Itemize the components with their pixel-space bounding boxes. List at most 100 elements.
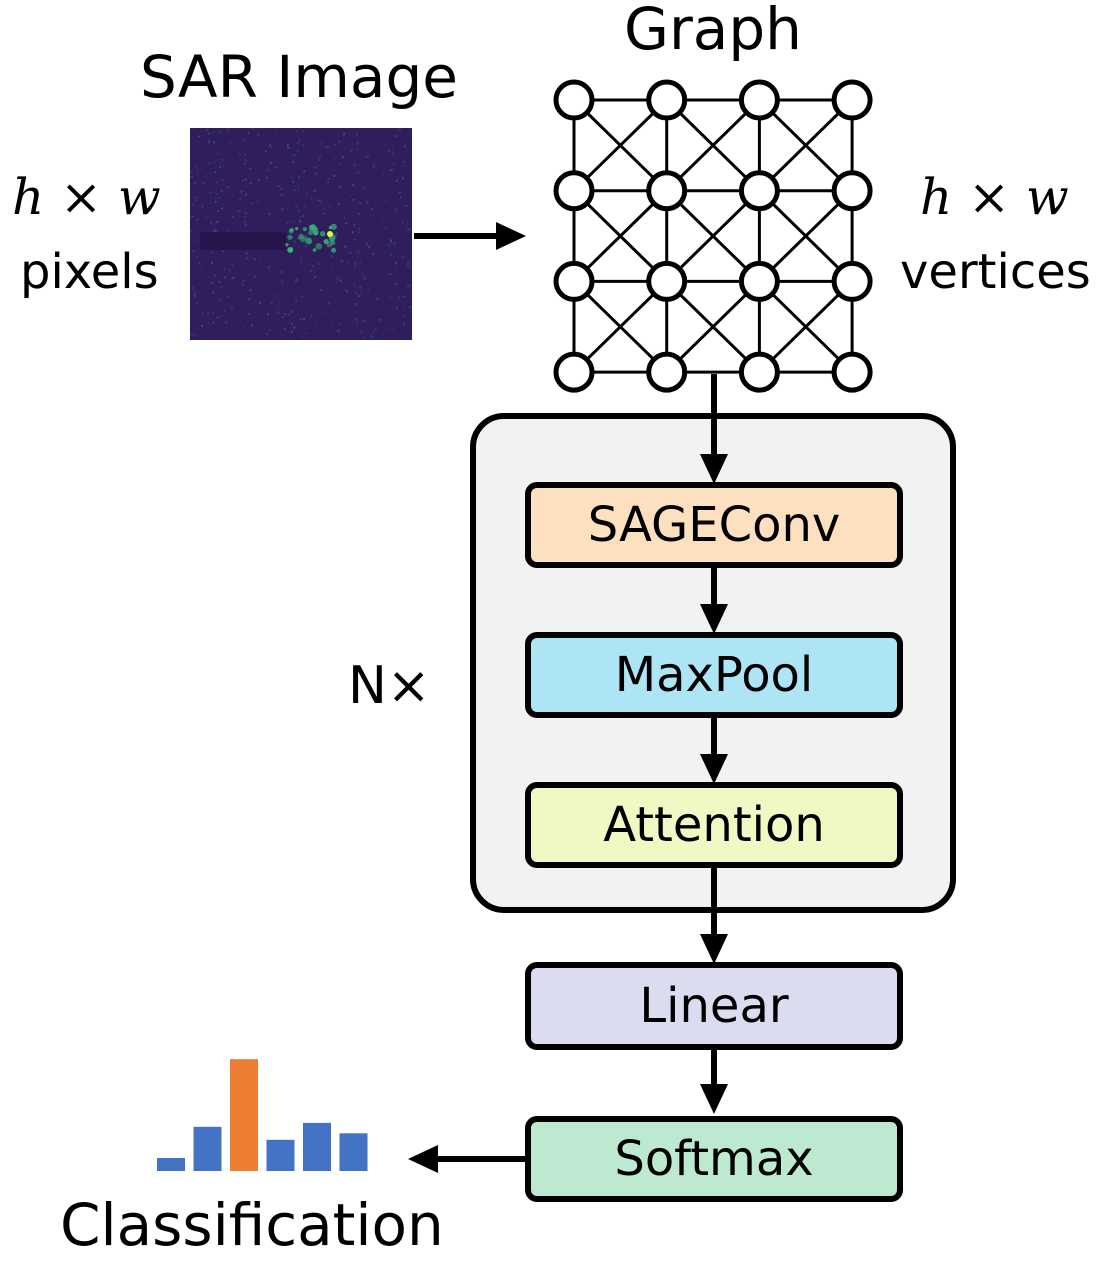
graph-vertex (553, 170, 595, 212)
sar-speckle (243, 162, 246, 165)
sar-speckle (240, 190, 243, 193)
sar-speckle (359, 261, 362, 264)
sar-speckle (356, 142, 359, 144)
sar-speckle (267, 312, 269, 315)
sar-speckle (366, 202, 369, 205)
sar-speckle (227, 295, 230, 298)
sar-speckle (331, 325, 334, 328)
sar-speckle (325, 146, 328, 148)
sar-speckle (324, 311, 327, 314)
sar-speckle (401, 236, 404, 238)
sar-speckle (209, 192, 212, 195)
graph-vertex (831, 170, 873, 212)
sar-speckle (372, 331, 375, 334)
sar-speckle (246, 258, 249, 261)
sar-speckle (353, 284, 356, 286)
sar-speckle (365, 242, 368, 245)
sar-target-pixel (331, 247, 337, 253)
sar-speckle (330, 255, 333, 258)
sar-speckle (312, 265, 315, 267)
sar-speckle (358, 227, 361, 230)
sar-speckle (302, 144, 305, 147)
sar-speckle (299, 221, 302, 224)
sar-target-pixel (328, 226, 332, 230)
sar-speckle (403, 145, 406, 148)
sar-speckle (392, 329, 395, 332)
sar-speckle (239, 319, 242, 322)
sar-speckle (243, 138, 246, 141)
sar-speckle (393, 242, 396, 245)
sar-speckle (293, 220, 296, 223)
sar-speckle (290, 311, 293, 314)
sar-speckle (356, 250, 359, 253)
sar-speckle (262, 133, 265, 136)
sar-speckle (284, 327, 286, 330)
sar-speckle (220, 190, 223, 193)
graph-dims: h × w (920, 172, 1069, 222)
sar-speckle (335, 231, 338, 234)
sar-speckle (223, 268, 226, 271)
sar-target-pixel (287, 247, 294, 253)
sar-speckle (270, 145, 273, 148)
sar-speckle (226, 185, 229, 188)
sar-speckle (315, 173, 318, 176)
sar-speckle (222, 165, 225, 168)
sar-speckle (294, 280, 297, 283)
sar-speckle (363, 336, 366, 339)
sar-speckle (211, 281, 214, 284)
sar-speckle (291, 309, 294, 312)
sar-speckle (222, 250, 225, 253)
sar-speckle (360, 291, 363, 294)
sar-speckle (224, 276, 226, 279)
sar-speckle (193, 293, 196, 296)
sar-speckle (337, 329, 340, 332)
sageconv-label: SAGEConv (587, 497, 841, 553)
sar-speckle (298, 209, 300, 212)
sar-speckle (303, 318, 305, 320)
sar-target-pixel (323, 239, 329, 244)
sar-image (190, 128, 412, 340)
sar-speckle (295, 205, 298, 208)
sar-speckle (214, 196, 217, 199)
sar-speckle (338, 140, 341, 143)
sar-speckle (342, 156, 345, 159)
sar-speckle (360, 321, 363, 324)
sar-speckle (356, 148, 359, 151)
sar-speckle (253, 258, 256, 261)
sar-speckle (355, 322, 358, 325)
sar-speckle (374, 328, 377, 331)
sar-speckle (241, 179, 244, 182)
sar-speckle (194, 334, 197, 337)
sar-speckle (341, 252, 344, 255)
sar-speckle (293, 189, 296, 192)
sar-speckle (280, 187, 283, 190)
sar-speckle (244, 153, 246, 156)
sar-speckle (305, 332, 308, 335)
sar-speckle (211, 291, 214, 294)
sar-speckle (193, 290, 196, 293)
sar-speckle (219, 130, 222, 133)
sar-speckle (334, 236, 337, 239)
sar-speckle (406, 264, 409, 267)
sar-speckle (381, 265, 384, 268)
sar-speckle (349, 251, 352, 254)
sar-speckle (190, 230, 192, 233)
sar-speckle (239, 209, 242, 212)
sar-speckle (402, 177, 404, 180)
graph-title: Graph (624, 0, 802, 63)
sar-speckle (334, 234, 337, 237)
sar-speckle (324, 208, 327, 211)
sar-speckle (392, 148, 395, 151)
sar-speckle (214, 191, 217, 193)
sar-speckle (339, 279, 342, 282)
graph-caption: vertices (900, 244, 1091, 300)
sar-speckle (207, 322, 210, 325)
sar-speckle (242, 284, 245, 286)
sar-speckle (265, 176, 268, 179)
graph-vertex (646, 351, 688, 393)
sar-speckle (266, 333, 269, 336)
sar-speckle (365, 199, 368, 202)
sar-speckle (257, 141, 260, 144)
sar-speckle (293, 327, 295, 330)
sar-speckle (194, 182, 196, 185)
